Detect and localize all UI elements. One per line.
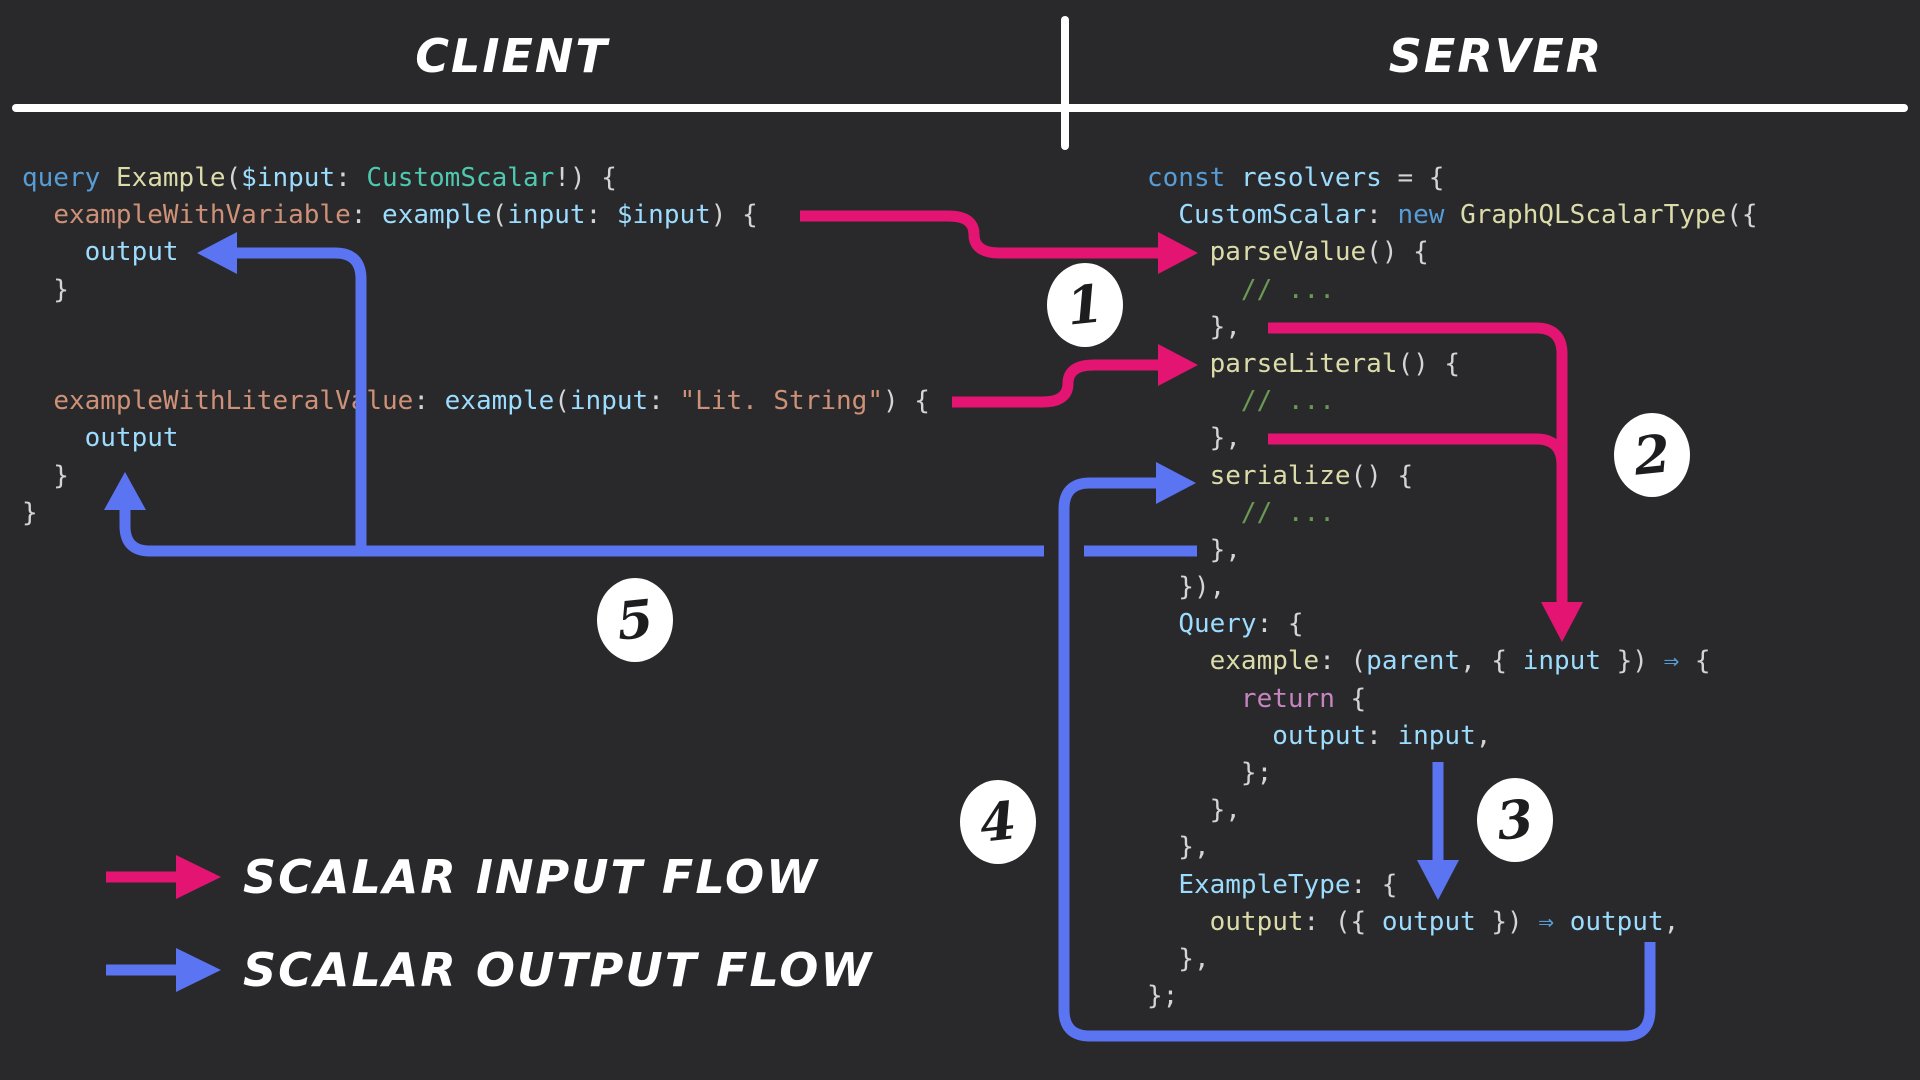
code-line: }, xyxy=(1147,832,1210,863)
input-flow-arrow-variable-to-parsevalue xyxy=(800,210,1198,274)
code-line: output xyxy=(84,237,179,268)
input-flow-arrow-parsed-value-to-resolver xyxy=(1268,322,1583,642)
code-line: }, xyxy=(1147,311,1241,342)
code-line: exampleWithVariable: example(input: $inp… xyxy=(53,200,758,231)
step-badge-5: 5 xyxy=(597,578,673,662)
client-column-header: CLIENT xyxy=(415,29,609,83)
code-line: example: (parent, { input }) ⇒ { xyxy=(1209,646,1711,677)
code-line: return { xyxy=(1240,683,1367,714)
vertical-divider xyxy=(1061,16,1069,150)
code-line: }), xyxy=(1147,572,1226,603)
code-line: }; xyxy=(1147,981,1179,1012)
horizontal-divider xyxy=(12,104,1908,112)
step-number: 4 xyxy=(976,789,1020,855)
code-line: // ... xyxy=(1240,274,1335,305)
legend-input-flow-label: SCALAR INPUT FLOW xyxy=(243,850,819,904)
code-line: exampleWithLiteralValue: example(input: … xyxy=(53,386,930,417)
code-line: } xyxy=(22,274,69,305)
legend-output-flow-arrow xyxy=(106,948,221,992)
code-line: output: ({ output }) ⇒ output, xyxy=(1209,906,1680,937)
legend-input-flow-arrow xyxy=(106,855,221,899)
step-badge-2: 2 xyxy=(1614,413,1690,497)
code-line: // ... xyxy=(1240,386,1335,417)
legend-output-flow-label: SCALAR OUTPUT FLOW xyxy=(243,943,874,997)
step-number: 3 xyxy=(1493,787,1537,853)
code-line: Query: { xyxy=(1178,609,1304,640)
code-line: }, xyxy=(1147,423,1241,454)
code-line: }; xyxy=(1147,758,1273,788)
step-number: 2 xyxy=(1630,422,1674,488)
code-line: const resolvers = { xyxy=(1147,163,1445,193)
output-flow-arrow-exampletype-to-serialize xyxy=(1058,462,1656,1042)
code-line: output xyxy=(84,423,179,454)
client-code-block: query Example($input: CustomScalar!) { e… xyxy=(22,160,930,532)
step-badge-1: 1 xyxy=(1047,263,1123,347)
code-line: } xyxy=(22,497,38,528)
code-line: // ... xyxy=(1240,497,1335,528)
step-badge-4: 4 xyxy=(960,780,1036,864)
code-line: parseValue() { xyxy=(1209,237,1429,268)
code-line: query Example($input: CustomScalar!) { xyxy=(22,163,617,193)
server-column-header: SERVER xyxy=(1388,29,1604,83)
output-flow-arrow-resolver-to-exampletype xyxy=(1417,762,1459,900)
step-number: 5 xyxy=(613,587,657,653)
step-number: 1 xyxy=(1063,272,1107,338)
code-line: } xyxy=(22,460,69,491)
code-line: }, xyxy=(1147,534,1241,565)
output-flow-arrow-serialize-to-client xyxy=(104,232,1197,557)
step-badge-3: 3 xyxy=(1477,778,1553,862)
code-line: }, xyxy=(1147,795,1241,826)
code-line: ExampleType: { xyxy=(1178,869,1398,900)
code-line: parseLiteral() { xyxy=(1209,348,1461,379)
code-line: CustomScalar: new GraphQLScalarType({ xyxy=(1178,200,1758,231)
server-code-block: const resolvers = { CustomScalar: new Gr… xyxy=(1147,160,1758,1015)
code-line: serialize() { xyxy=(1209,460,1414,491)
code-line: output: input, xyxy=(1272,720,1492,751)
input-flow-arrow-literal-to-parseliteral xyxy=(952,344,1198,408)
code-line: }, xyxy=(1147,943,1210,974)
